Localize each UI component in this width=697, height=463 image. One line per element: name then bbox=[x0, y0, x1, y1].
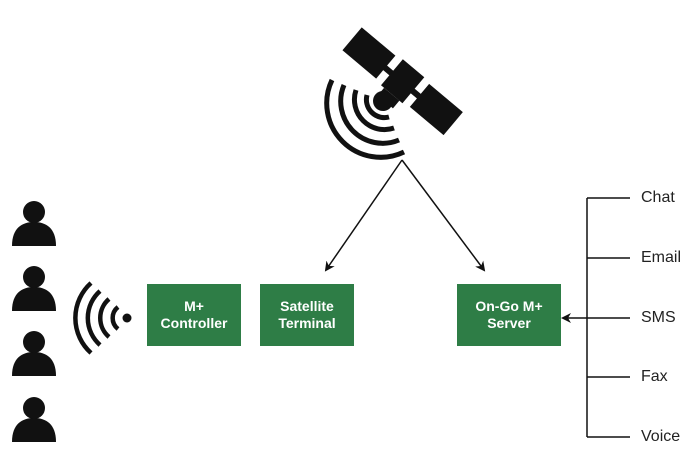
channel-label-voice: Voice bbox=[641, 428, 681, 445]
user-icon bbox=[12, 331, 56, 376]
m-plus-controller-box: M+ Controller bbox=[147, 284, 241, 346]
wireless-signal-icon bbox=[73, 281, 132, 355]
user-icon bbox=[12, 266, 56, 311]
arrow-satellite-to-server bbox=[401, 159, 486, 272]
user-icon bbox=[12, 201, 56, 246]
channel-label-email: Email bbox=[641, 249, 682, 266]
user-icon bbox=[12, 397, 56, 442]
channel-label-fax: Fax bbox=[641, 368, 668, 385]
satellite-icon bbox=[324, 27, 463, 160]
on-go-server-box: On-Go M+ Server bbox=[457, 284, 561, 346]
satellite-terminal-box: Satellite Terminal bbox=[260, 284, 354, 346]
channel-label-chat: Chat bbox=[641, 189, 675, 206]
arrow-satellite-to-terminal bbox=[324, 159, 403, 272]
channel-label-sms: SMS bbox=[641, 309, 676, 326]
